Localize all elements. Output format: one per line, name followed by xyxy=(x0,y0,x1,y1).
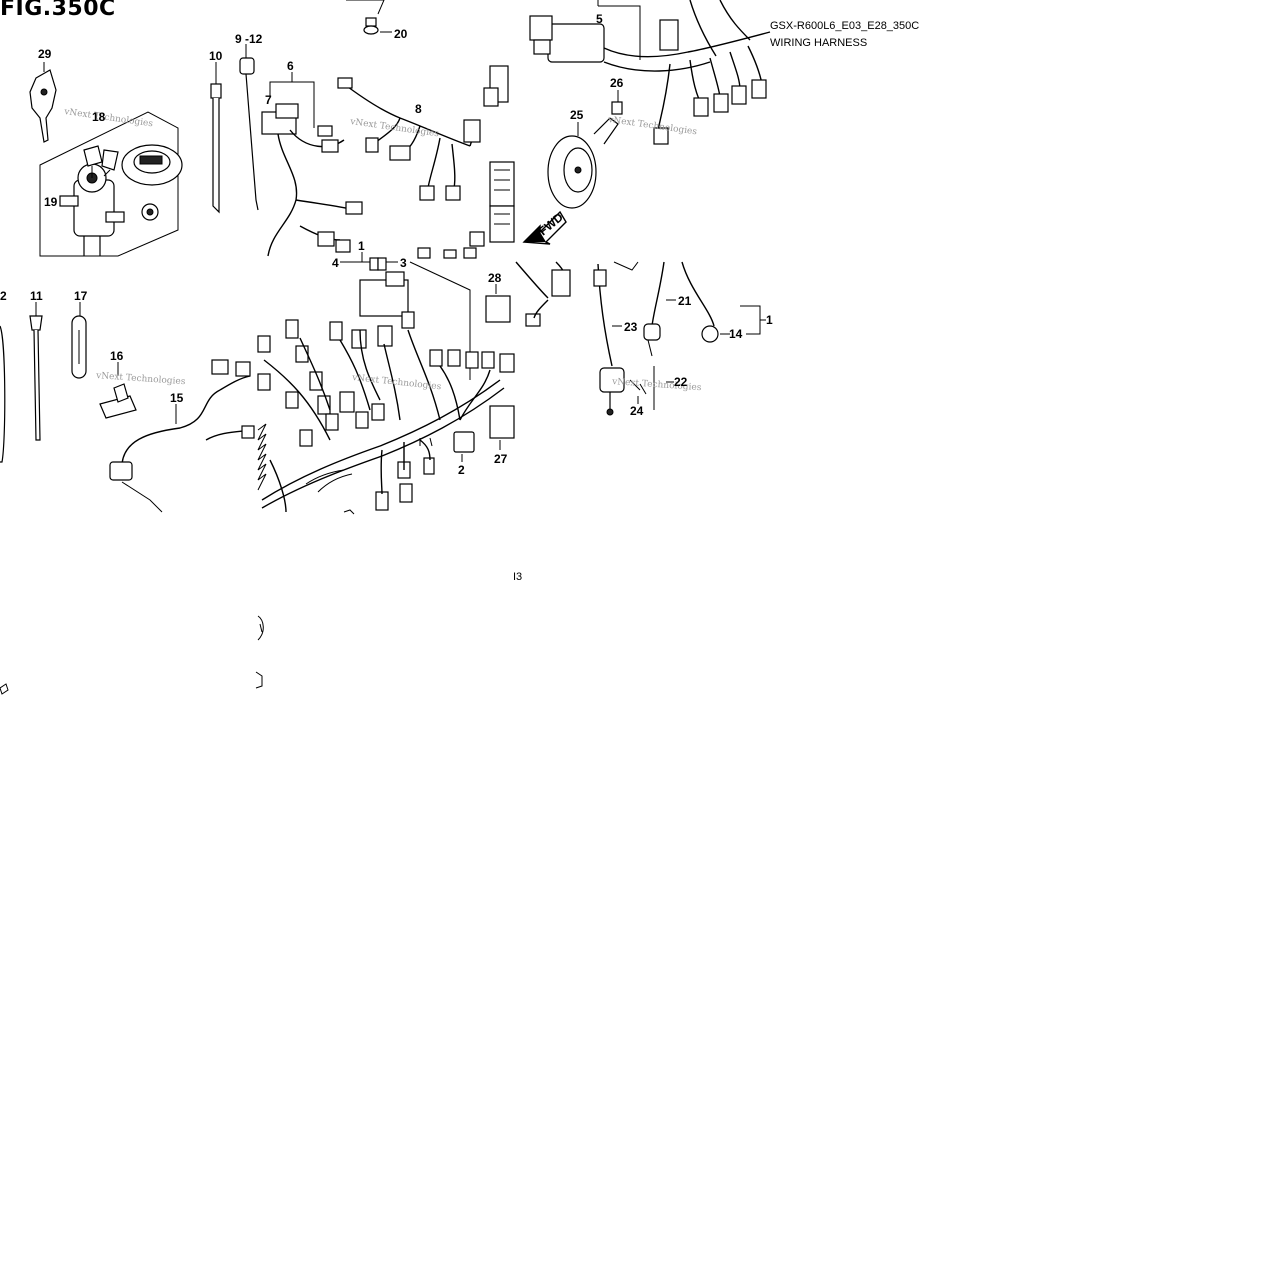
grommet-14 xyxy=(701,325,719,343)
callout-27: 27 xyxy=(494,452,508,466)
model-code-label: GSX-R600L6_E03_E28_350C xyxy=(770,20,920,32)
callout-1-top: 1 xyxy=(358,239,365,253)
callout-10: 10 xyxy=(209,49,223,63)
fuel-cap-lock xyxy=(121,144,183,186)
callout-16: 16 xyxy=(110,349,124,363)
callout-23: 23 xyxy=(624,320,638,334)
bracket-16 xyxy=(99,362,137,419)
relay-27 xyxy=(489,405,515,439)
sensor-21 xyxy=(643,323,661,341)
ignition-switch xyxy=(59,163,125,256)
regulator-5 xyxy=(547,23,605,63)
panel-horn: FWD xyxy=(522,0,771,245)
panel-ignition xyxy=(29,44,259,257)
panel-sensors xyxy=(515,261,766,416)
stray-fragment-c xyxy=(0,683,9,695)
callout-15: 15 xyxy=(170,391,184,405)
panel-main-harness xyxy=(257,252,515,515)
harness-clamp-9-12 xyxy=(239,44,259,211)
figure-title: FIG.350C xyxy=(0,0,116,21)
callout-21: 21 xyxy=(678,294,692,308)
ignition-set-outline xyxy=(39,111,179,257)
cable-tie-11 xyxy=(29,302,43,441)
watermark-5: vNext Technologies xyxy=(351,373,442,392)
bolt-26 xyxy=(611,101,623,115)
callout-14: 14 xyxy=(729,327,743,341)
panel-sub-harness xyxy=(261,72,481,257)
callout-1-right: 1 xyxy=(766,313,773,327)
connector-8a xyxy=(337,77,353,89)
callout-20: 20 xyxy=(394,27,408,41)
fwd-arrow-icon xyxy=(522,210,567,245)
callout-7: 7 xyxy=(265,93,272,107)
watermark-6: vNext Technologies xyxy=(611,377,702,393)
callout-26: 26 xyxy=(610,76,624,90)
callout-2-left: 2 xyxy=(0,289,7,303)
callout-4: 4 xyxy=(332,256,339,270)
stray-fragment-label: I3 xyxy=(513,571,522,583)
watermark-3: vNext Technologies xyxy=(607,115,698,138)
callout-11: 11 xyxy=(30,289,43,303)
callout-6: 6 xyxy=(287,59,294,73)
callout-17: 17 xyxy=(74,289,88,303)
watermark-4: vNext Technologies xyxy=(95,371,186,387)
relay-2 xyxy=(453,431,475,453)
callout-8: 8 xyxy=(415,102,422,116)
ignition-key xyxy=(29,62,57,143)
tube-17 xyxy=(71,302,87,379)
callout-3: 3 xyxy=(400,256,407,270)
callout-28: 28 xyxy=(488,271,502,285)
seat-lock xyxy=(141,203,159,221)
callout-25: 25 xyxy=(570,108,584,122)
harness-15 xyxy=(109,359,255,513)
stray-fragment-b xyxy=(255,671,263,689)
callout-29: 29 xyxy=(38,47,52,61)
panel-top-center xyxy=(346,0,515,259)
callout-9-12: 9 -12 xyxy=(235,32,263,46)
callout-19: 19 xyxy=(44,195,58,209)
fuse-1 xyxy=(369,257,379,271)
watermark-2: vNext Technologies xyxy=(349,117,440,140)
cable-tie-10 xyxy=(210,62,222,214)
bolt-20 xyxy=(365,17,377,27)
ecm-connector-a xyxy=(489,161,515,207)
callout-22: 22 xyxy=(674,375,688,389)
switch-23 xyxy=(599,367,625,416)
keys-cluster xyxy=(83,145,119,178)
diagram-subtitle: WIRING HARNESS xyxy=(770,37,868,49)
stray-fragment-a xyxy=(257,615,264,641)
callout-5: 5 xyxy=(596,12,603,26)
panel-lower-left xyxy=(0,302,255,513)
callout-18: 18 xyxy=(92,110,106,124)
callout-24: 24 xyxy=(630,404,644,418)
watermark-1: vNext Technologies xyxy=(63,107,154,130)
horn-25 xyxy=(547,117,619,209)
callout-2: 2 xyxy=(458,463,465,477)
relay-28 xyxy=(485,295,511,323)
